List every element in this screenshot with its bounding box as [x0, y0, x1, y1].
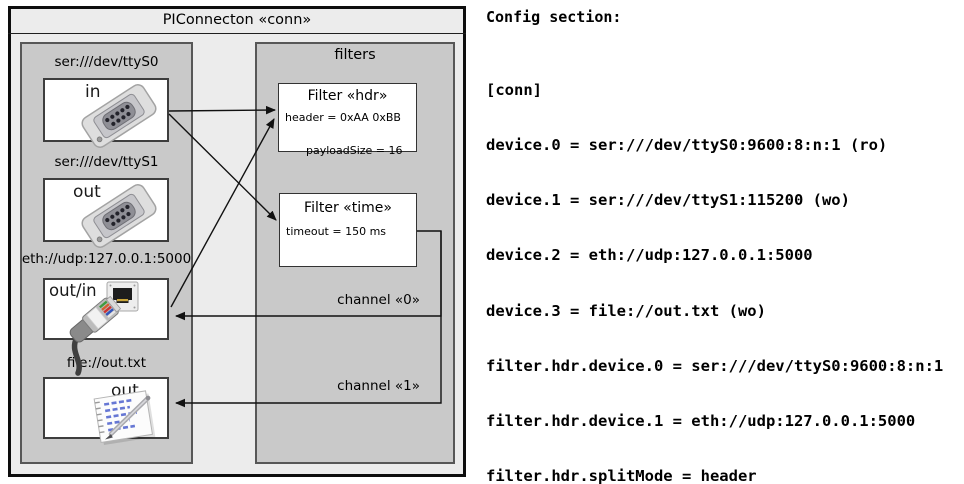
device-file-port-label: out	[111, 381, 139, 401]
device-ser0-port-label: in	[85, 82, 101, 102]
config-line: device.2 = eth://udp:127.0.0.1:5000	[486, 246, 813, 265]
filter-hdr-prop1: header = 0xAA 0xBB	[285, 111, 401, 124]
config-text-block: [conn] device.0 = ser:///dev/ttyS0:9600:…	[486, 44, 953, 484]
device-ser0-label: ser:///dev/ttyS0	[54, 54, 159, 70]
device-eth-label: eth://udp:127.0.0.1:5000	[21, 251, 192, 267]
component-title-bar: PIConnecton «conn»	[8, 6, 466, 34]
filter-hdr-title: Filter «hdr»	[307, 88, 388, 104]
device-ser1-box: out	[43, 178, 169, 242]
filters-panel-title: filters	[334, 47, 376, 63]
channel-0-label: channel «0»	[337, 292, 420, 308]
config-line: [conn]	[486, 80, 542, 99]
filter-time-prop1: timeout = 150 ms	[286, 225, 387, 238]
filter-hdr-box: Filter «hdr» header = 0xAA 0xBB payloadS…	[278, 83, 417, 157]
config-line: device.1 = ser:///dev/ttyS1:115200 (wo)	[486, 191, 850, 210]
filter-time-props: timeout = 150 ms	[286, 224, 386, 241]
filter-time-box: Filter «time» timeout = 150 ms	[279, 193, 417, 267]
config-line: filter.hdr.device.0 = ser:///dev/ttyS0:9…	[486, 356, 944, 375]
device-file-label: file://out.txt	[66, 355, 147, 371]
device-eth-port-label: out/in	[49, 281, 97, 300]
device-ser0-box: in	[43, 78, 169, 142]
config-line: device.3 = file://out.txt (wo)	[486, 301, 766, 320]
device-ser1-label: ser:///dev/ttyS1	[54, 154, 159, 170]
device-ser1-port-label: out	[73, 182, 101, 202]
config-line: device.0 = ser:///dev/ttyS0:9600:8:n:1 (…	[486, 136, 888, 155]
device-file-box: out	[43, 377, 169, 439]
filter-hdr-prop2: payloadSize = 16	[305, 144, 403, 157]
filter-hdr-props: header = 0xAA 0xBB payloadSize = 16	[285, 110, 403, 160]
diagram-title: PIConnecton «conn»	[162, 11, 312, 28]
filter-time-title: Filter «time»	[304, 200, 392, 216]
config-section-heading: Config section:	[486, 8, 622, 26]
config-line: filter.hdr.device.1 = eth://udp:127.0.0.…	[486, 412, 916, 431]
device-eth-box: out/in	[43, 278, 169, 340]
channel-1-label: channel «1»	[337, 378, 420, 394]
config-line: filter.hdr.splitMode = header	[486, 467, 757, 484]
